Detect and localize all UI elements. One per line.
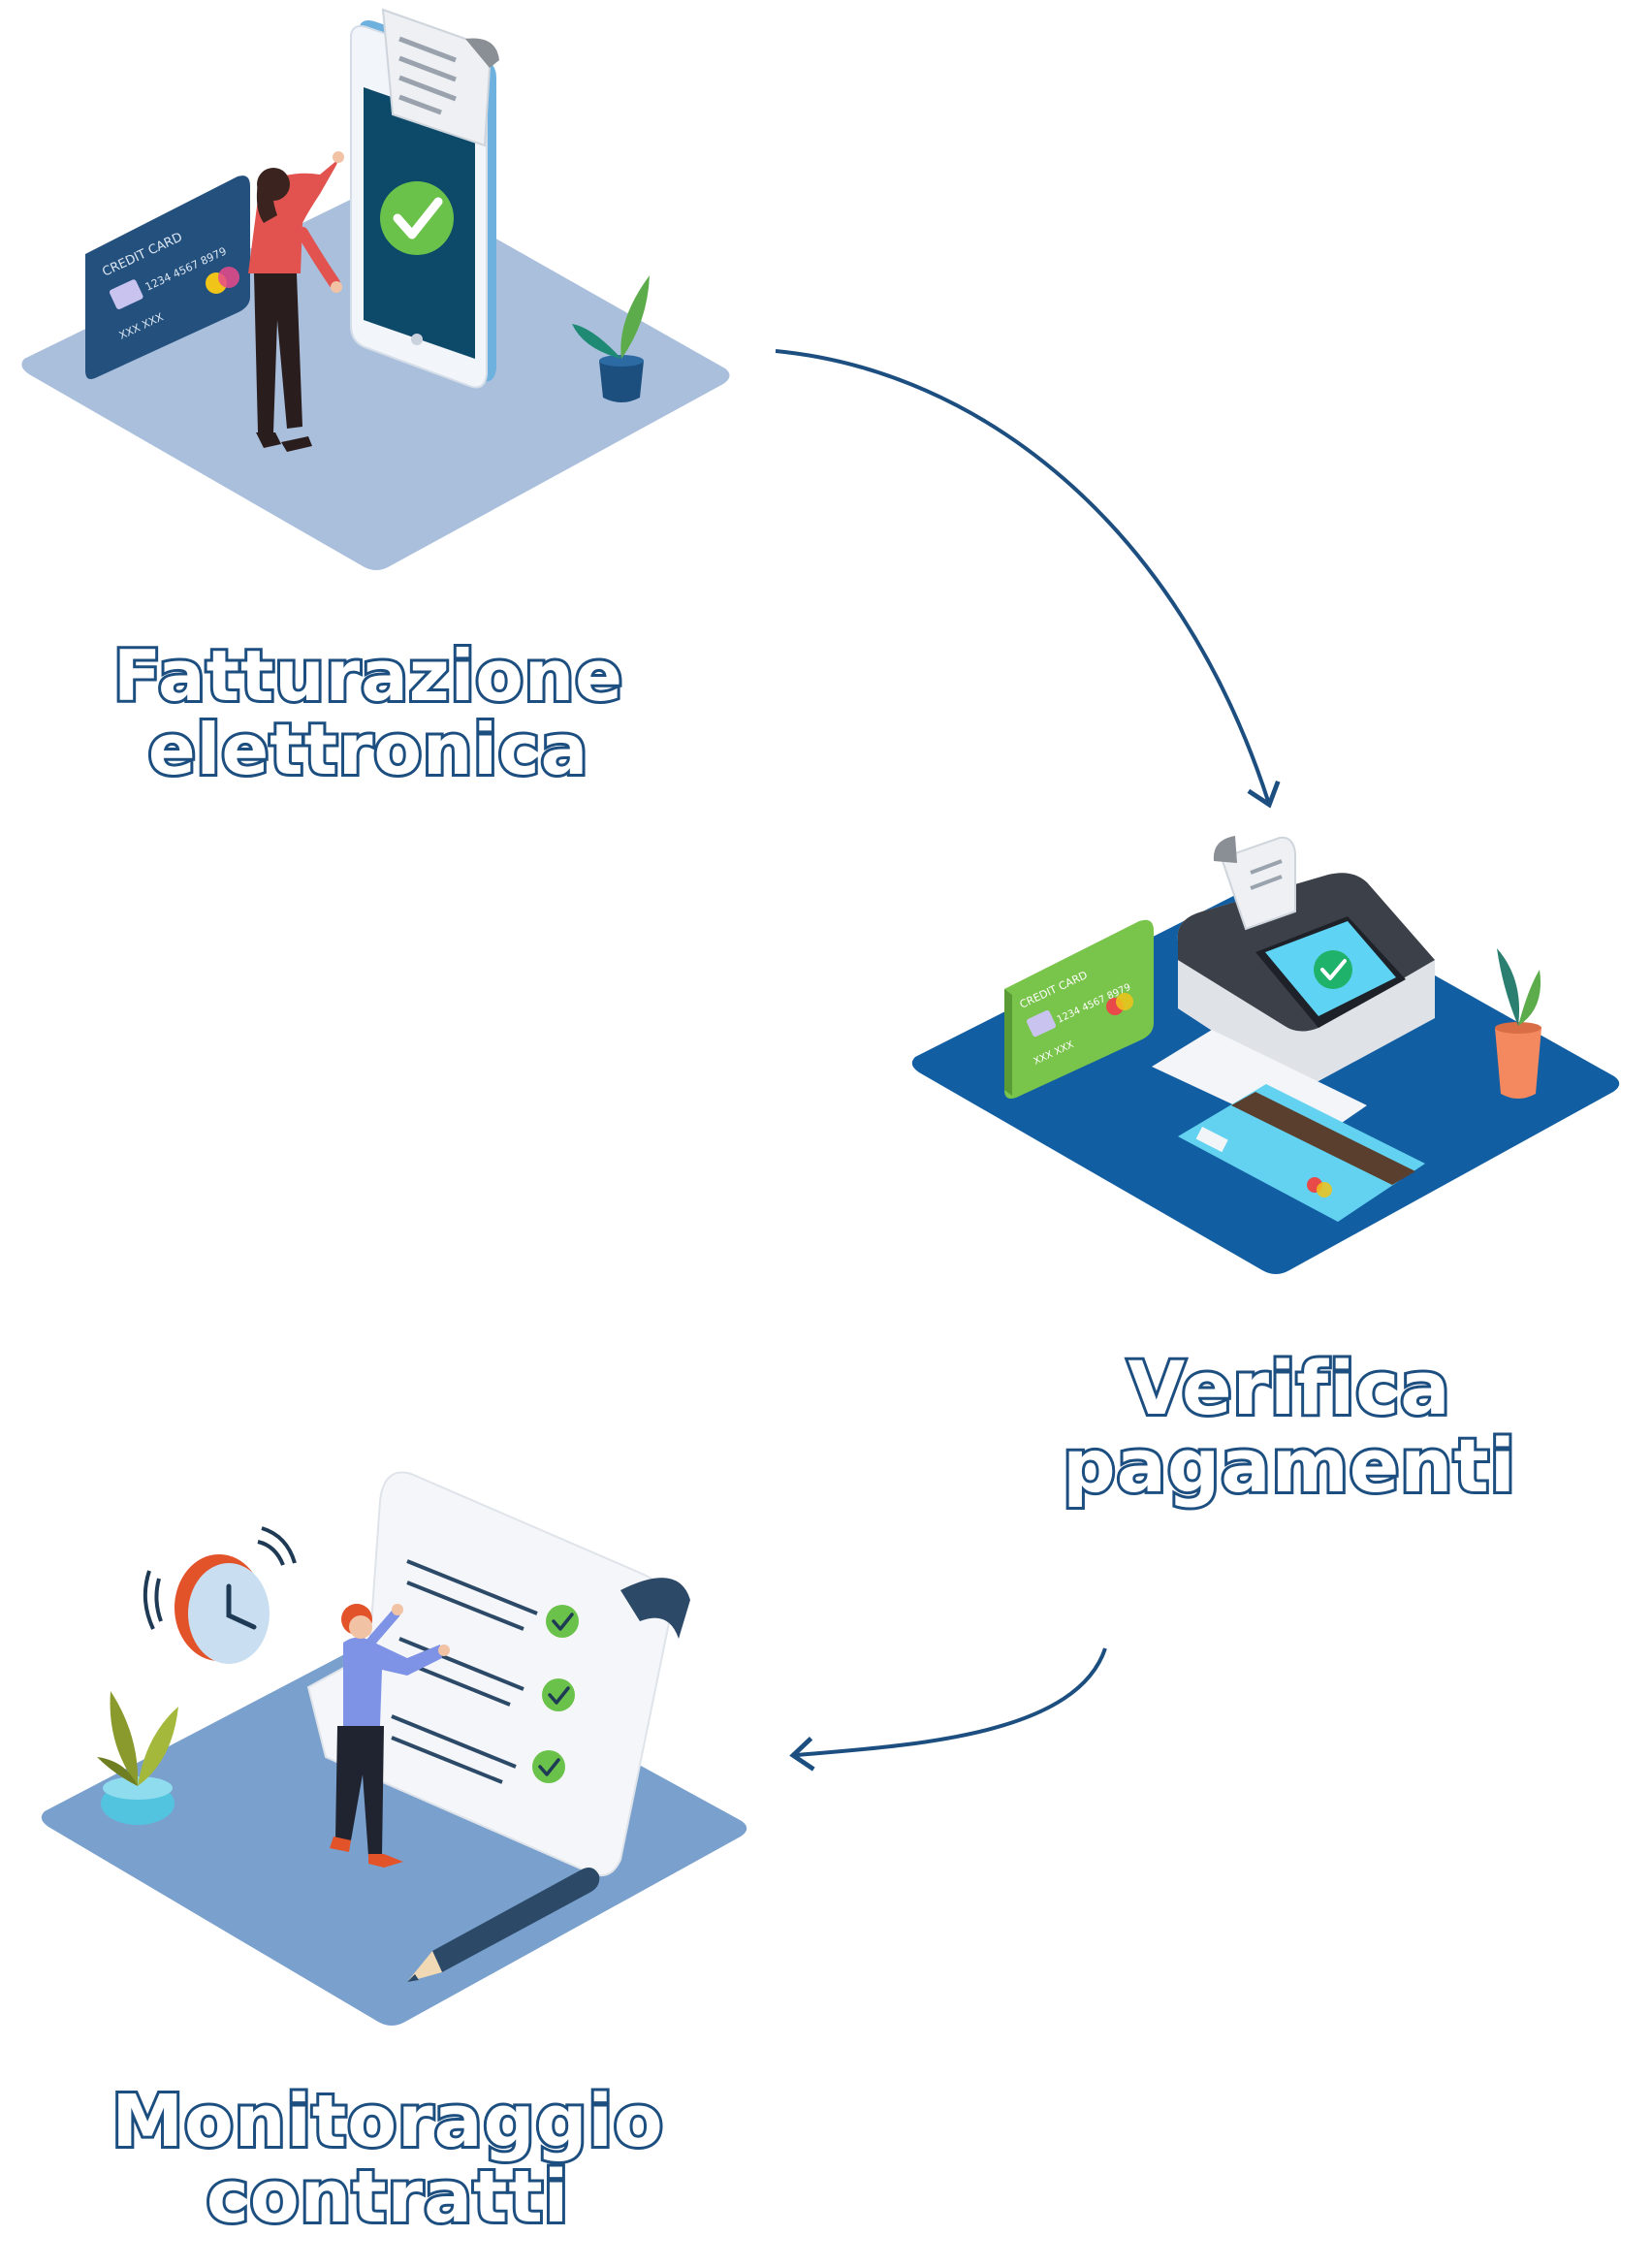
- man-figure-icon: [330, 1604, 450, 1868]
- bank-card-icon: [1178, 1084, 1425, 1222]
- invoice-illustration: CREDIT CARD 1234 4567 8979 XXX XXX: [21, 8, 730, 570]
- contract-illustration: [41, 1471, 747, 2026]
- caption-line-2: elettronica: [145, 708, 590, 790]
- alarm-clock-icon: [143, 1526, 297, 1664]
- caption-verifica-pagamenti: Verifica pagamenti: [979, 1345, 1600, 1509]
- caption-line-1: Monitoraggio: [109, 2080, 665, 2163]
- arrow-step2-to-step3: [789, 1647, 1107, 1772]
- plant-icon: [572, 275, 650, 402]
- credit-card-icon: CREDIT CARD 1234 4567 8979 XXX XXX: [85, 176, 250, 379]
- arrow-step1-to-step2: [775, 349, 1281, 809]
- caption-line-2: contratti: [204, 2155, 571, 2239]
- pencil-icon: [407, 1868, 600, 1982]
- smartphone-icon: [350, 8, 499, 389]
- caption-line-1: Verifica: [1125, 1345, 1452, 1431]
- plant-icon: [97, 1691, 178, 1825]
- caption-line-2: pagamenti: [1060, 1421, 1518, 1509]
- contract-document-icon: [306, 1471, 690, 1877]
- caption-line-1: Fatturazione: [111, 635, 625, 717]
- credit-card-icon: CREDIT CARD 1234 4567 8979 XXX XXX: [1004, 919, 1154, 1099]
- woman-figure-icon: [248, 151, 344, 452]
- payment-illustration: CREDIT CARD 1234 4567 8979 XXX XXX: [911, 836, 1620, 1274]
- caption-fatturazione-elettronica: Fatturazione elettronica: [58, 635, 679, 790]
- caption-monitoraggio-contratti: Monitoraggio contratti: [58, 2080, 717, 2239]
- plant-icon: [1495, 948, 1541, 1099]
